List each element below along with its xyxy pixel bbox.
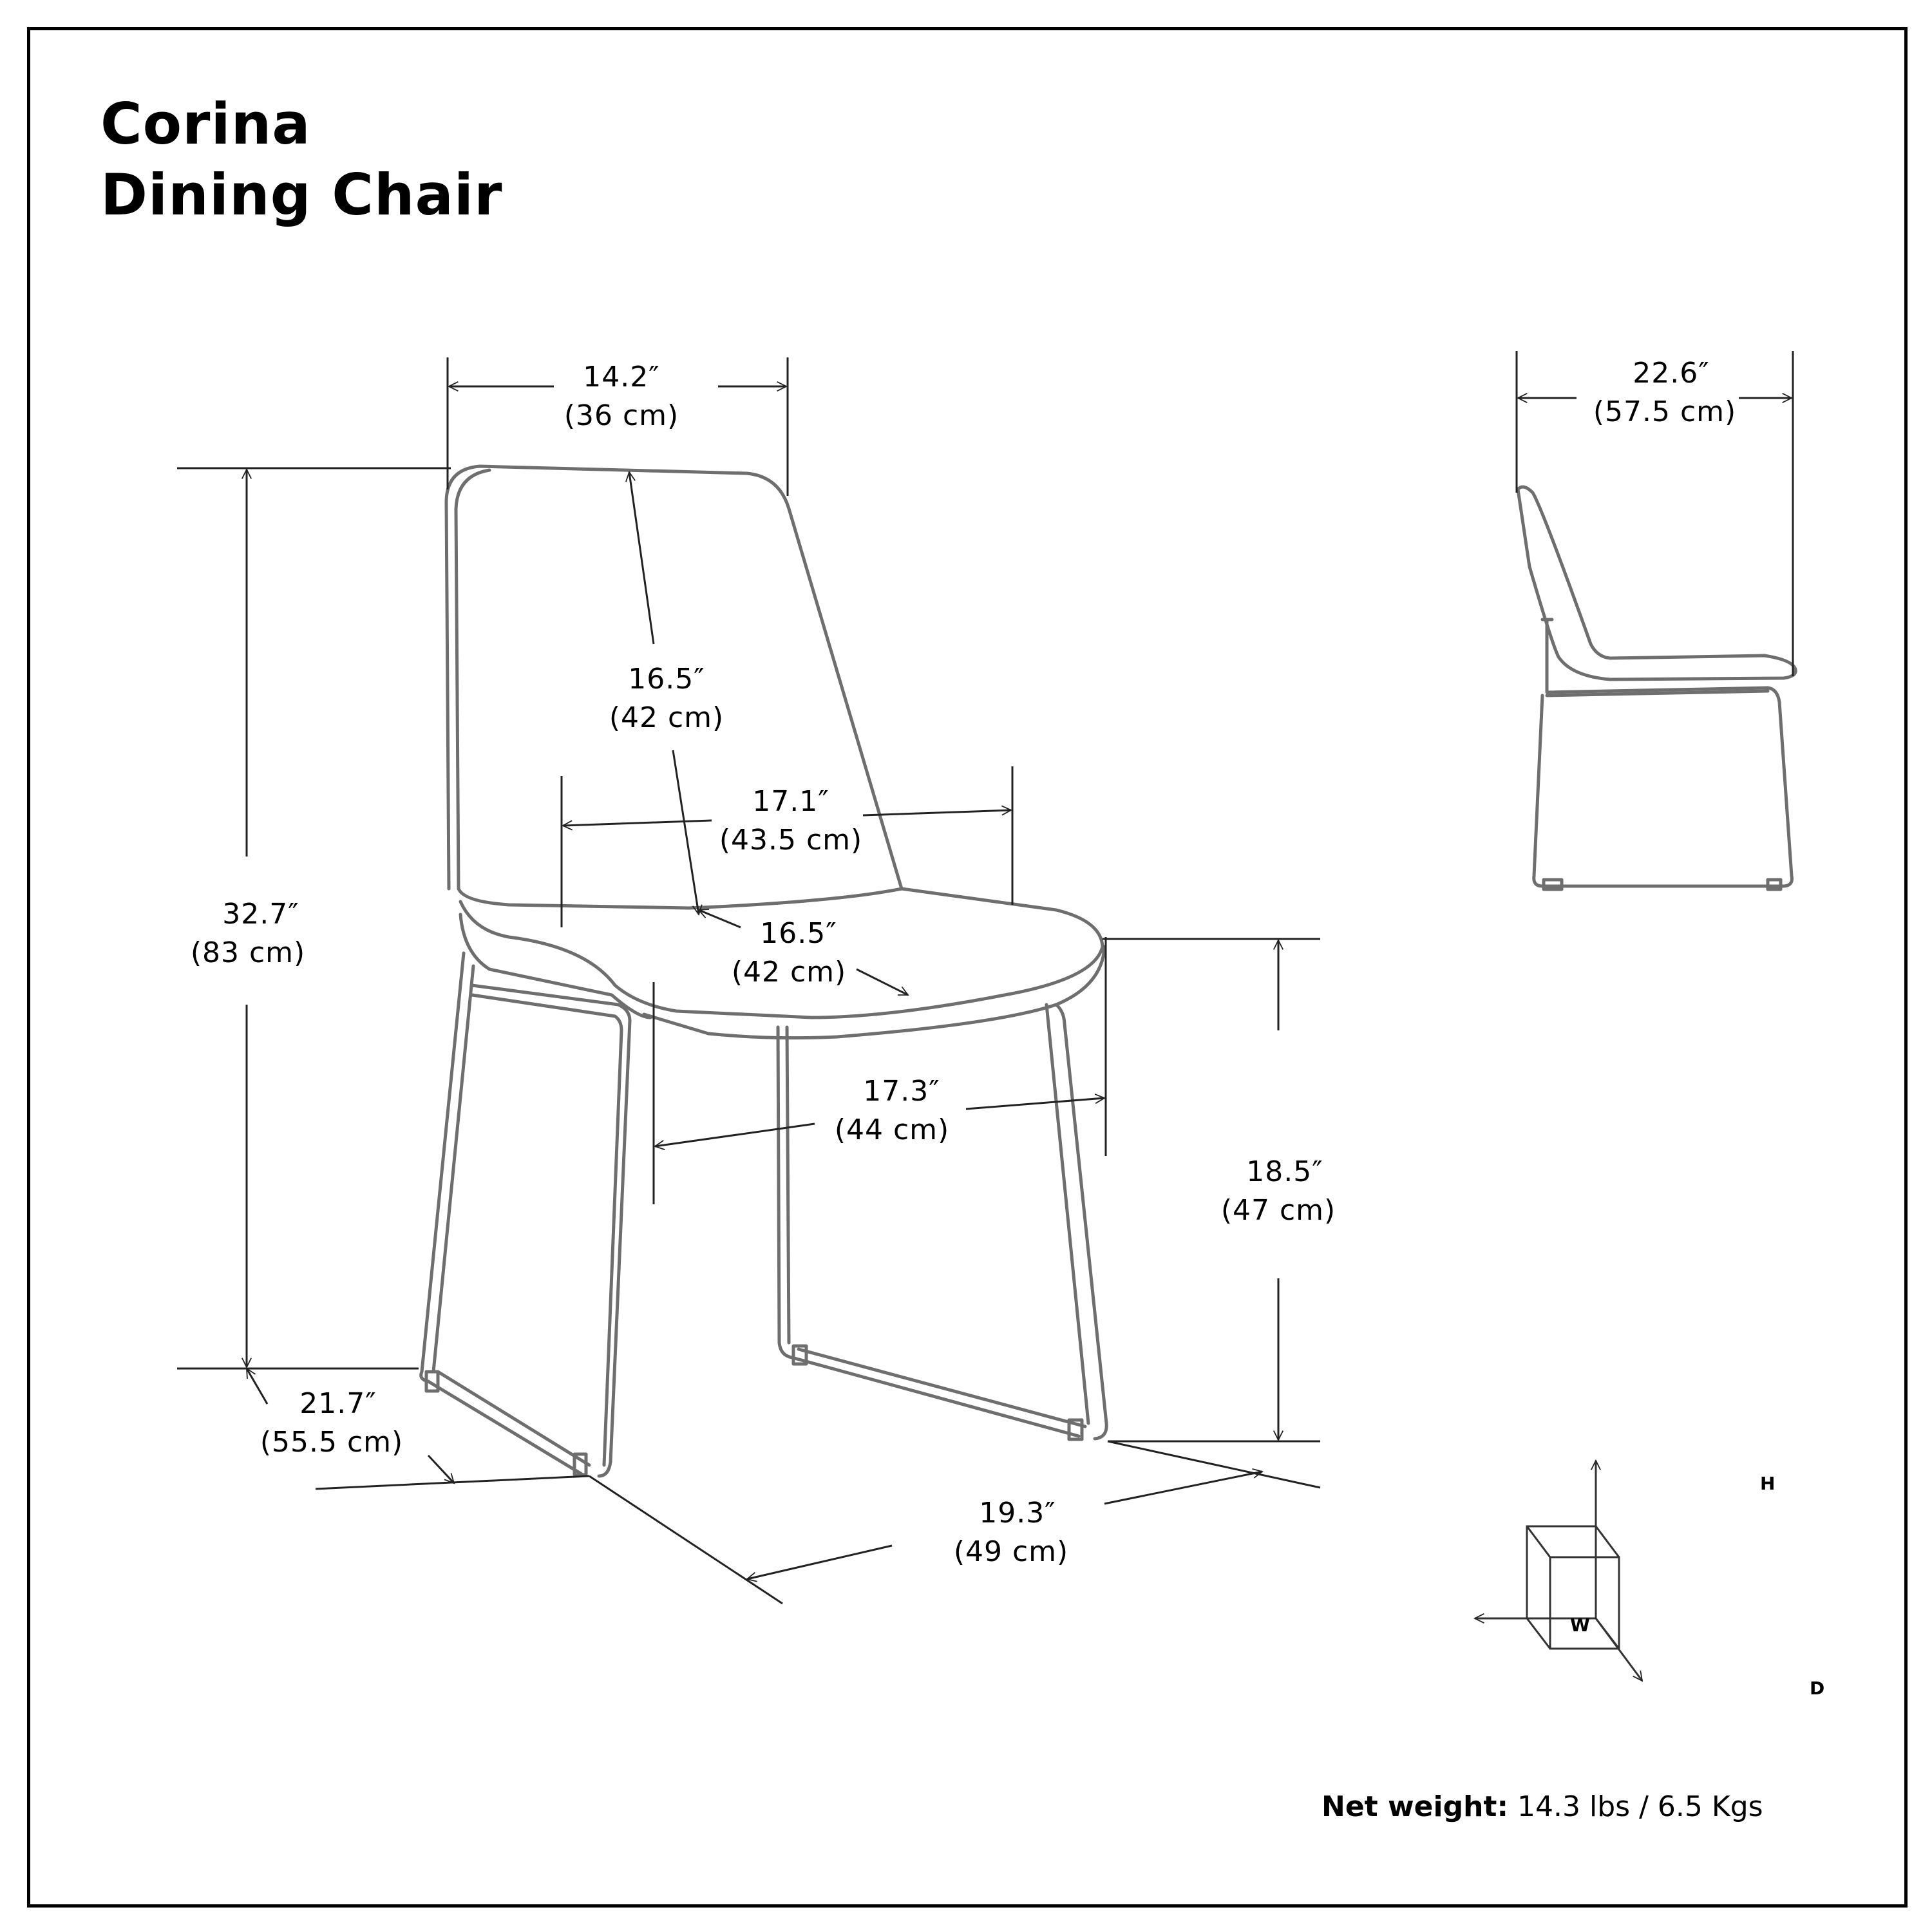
chair-side-view — [1516, 485, 1797, 891]
product-title-line2: Dining Chair — [100, 162, 503, 228]
product-title-line1: Corina — [100, 91, 311, 157]
dimension-lines — [177, 357, 1321, 1605]
axes-cube-icon — [1475, 1461, 1643, 1681]
side-dimension-lines — [1515, 351, 1794, 676]
product-title: Corina Dining Chair — [100, 89, 502, 231]
axis-label-height: H — [1760, 1473, 1776, 1494]
dim-seat-width: 17.3″ (44 cm) — [834, 1075, 950, 1146]
chair-front-view — [419, 464, 1108, 1478]
dim-overall-depth: 21.7″ (55.5 cm) — [260, 1387, 404, 1459]
axis-label-depth: D — [1810, 1678, 1825, 1699]
diagram-border — [27, 27, 1908, 1908]
dim-overall-height: 32.7″ (83 cm) — [190, 898, 306, 969]
depth-axis — [1595, 1618, 1643, 1681]
dim-back-height: 16.5″ (42 cm) — [609, 663, 724, 734]
dim-overall-width: 19.3″ (49 cm) — [953, 1497, 1069, 1568]
net-weight: Net weight: 14.3 lbs / 6.5 Kgs — [1321, 1790, 1763, 1823]
dim-side-depth: 22.6″ (57.5 cm) — [1593, 357, 1737, 428]
net-weight-value: 14.3 lbs / 6.5 Kgs — [1517, 1790, 1763, 1823]
dim-seat-depth: 16.5″ (42 cm) — [731, 917, 847, 989]
net-weight-label: Net weight: — [1321, 1790, 1509, 1823]
axis-label-width: W — [1570, 1615, 1590, 1636]
dim-seat-height: 18.5″ (47 cm) — [1220, 1155, 1336, 1227]
dim-seat-width-back: 17.1″ (43.5 cm) — [719, 785, 863, 857]
dim-back-width: 14.2″ (36 cm) — [564, 361, 679, 432]
